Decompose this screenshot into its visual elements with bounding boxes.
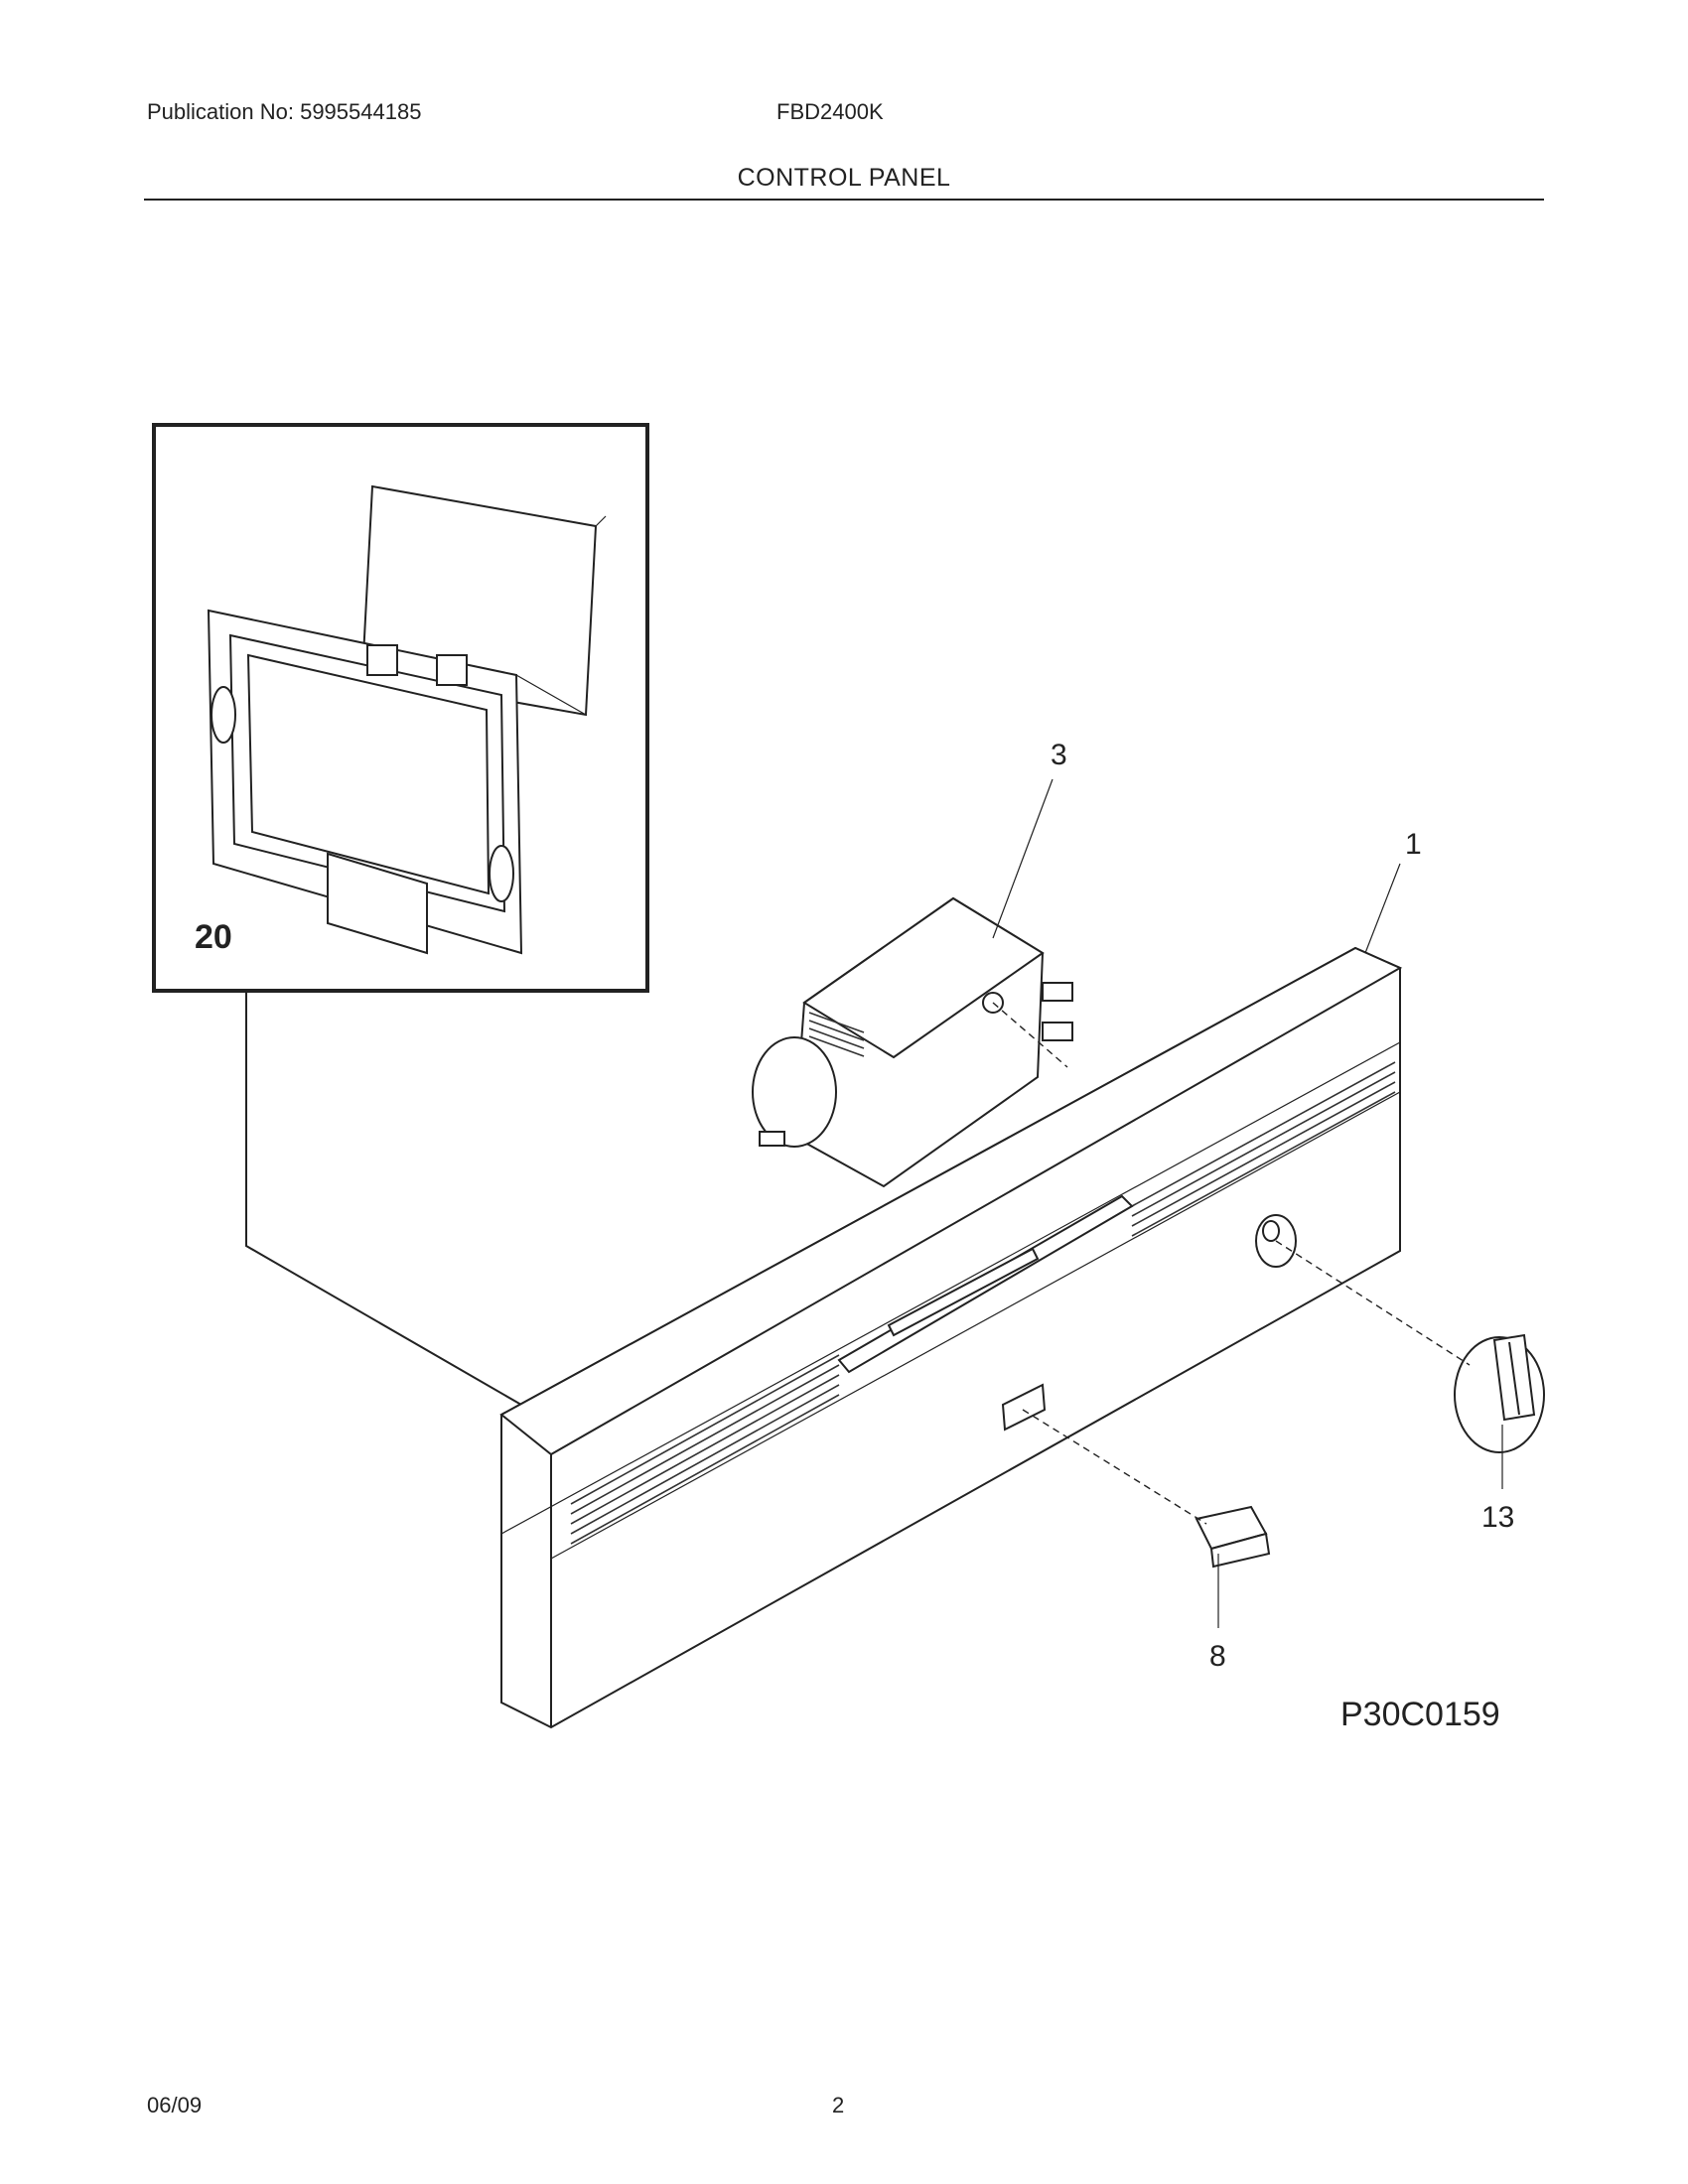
detergent-dispenser-drawing: [207, 484, 607, 955]
publication-number: Publication No: 5995544185: [147, 99, 422, 124]
section-title: CONTROL PANEL: [737, 164, 951, 192]
part-label-3: 3: [1051, 739, 1067, 771]
control-panel-drawing: [499, 946, 1403, 1729]
leader-3: [992, 778, 1054, 939]
part-20-inset: 20: [152, 423, 649, 993]
part-label-1: 1: [1405, 828, 1422, 861]
figure-code: P30C0159: [1340, 1696, 1500, 1733]
publication-date: 06/09: [147, 2093, 203, 2117]
page-number: 2: [832, 2093, 845, 2117]
timer-assembly-line: [992, 1002, 1068, 1068]
switch-drawing: [1195, 1505, 1271, 1569]
header-rule: [144, 199, 1544, 201]
part-label-8: 8: [1209, 1640, 1226, 1673]
knob-drawing: [1454, 1333, 1545, 1453]
model-number: FBD2400K: [776, 99, 884, 124]
timer-drawing: [752, 896, 1073, 1188]
leader-1: [1364, 863, 1401, 954]
inset-leader-line: [245, 991, 522, 1406]
knob-assembly-line: [1275, 1240, 1471, 1366]
switch-assembly-line: [1022, 1409, 1207, 1525]
part-label-20: 20: [195, 918, 232, 956]
part-label-13: 13: [1481, 1501, 1514, 1534]
